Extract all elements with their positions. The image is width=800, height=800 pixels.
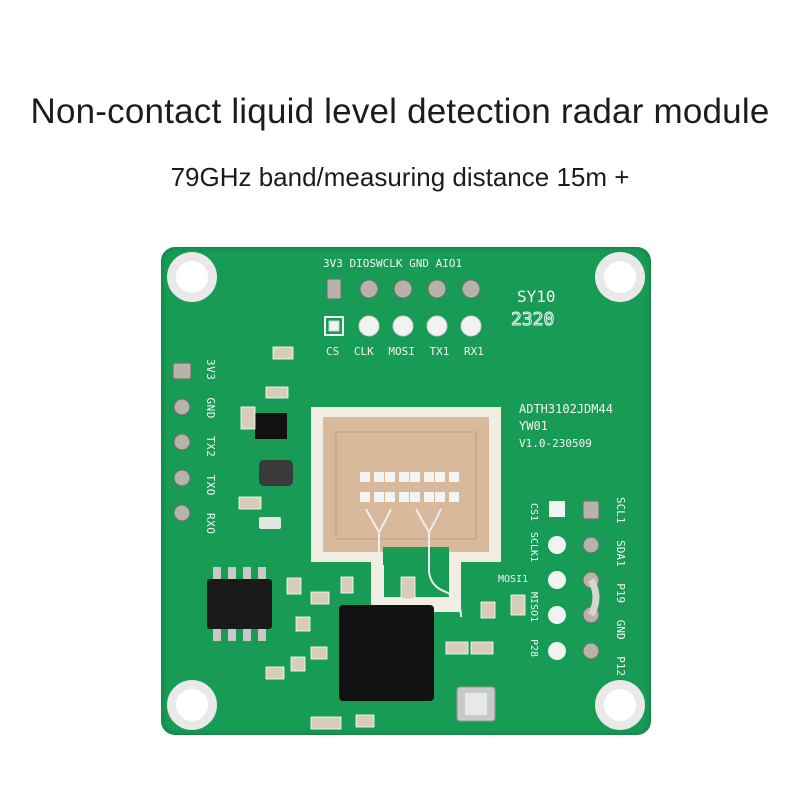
led [259, 517, 281, 529]
model-code: SY10 [517, 287, 556, 306]
spi-pad-row [324, 315, 482, 337]
date-code: 2320 [510, 309, 555, 331]
marking: YW01 [519, 419, 548, 433]
mounting-holes [167, 252, 645, 730]
right-inner-pads [548, 501, 566, 660]
pcb-artwork [167, 252, 645, 730]
page-subtitle: 79GHz band/measuring distance 15m + [170, 162, 630, 192]
inductor [259, 460, 293, 486]
antenna-area [311, 407, 501, 618]
right-outer-labels: SCL1 SDA1 P19 GND P12 [614, 497, 627, 677]
right-inner-label-mosi: MOSI1 [498, 574, 529, 585]
page-title: Non-contact liquid level detection radar… [30, 92, 770, 131]
right-inner-label-miso: MISO1 [528, 592, 539, 623]
part-number: ADTH3102JDM44 [519, 402, 613, 416]
regulator [255, 413, 287, 439]
left-header-labels: 3V3 GND TX2 TXO RXO [204, 359, 217, 535]
right-inner-label-cs: CS1 [528, 503, 539, 522]
radar-chip [339, 605, 434, 701]
top-header-pins [326, 278, 481, 300]
left-header-pins [172, 362, 192, 522]
version: V1.0-230509 [519, 437, 592, 450]
flash-ic [207, 567, 272, 641]
top-header-labels: 3V3 DIOSWCLK GND AIO1 [323, 257, 463, 270]
solder-bridge [587, 578, 600, 617]
antenna-feedlines [365, 508, 462, 618]
right-inner-label-p28: P28 [528, 639, 539, 658]
bottom-header-labels: CS CLK MOSI TX1 RX1 [326, 345, 484, 358]
passive-components [238, 346, 526, 730]
radar-module-board: 3V3 DIOSWCLK GND AIO1 CS CLK MOSI TX1 RX… [161, 247, 651, 735]
right-inner-label-sclk: SCLK1 [528, 532, 539, 563]
antenna-patches [360, 472, 459, 502]
